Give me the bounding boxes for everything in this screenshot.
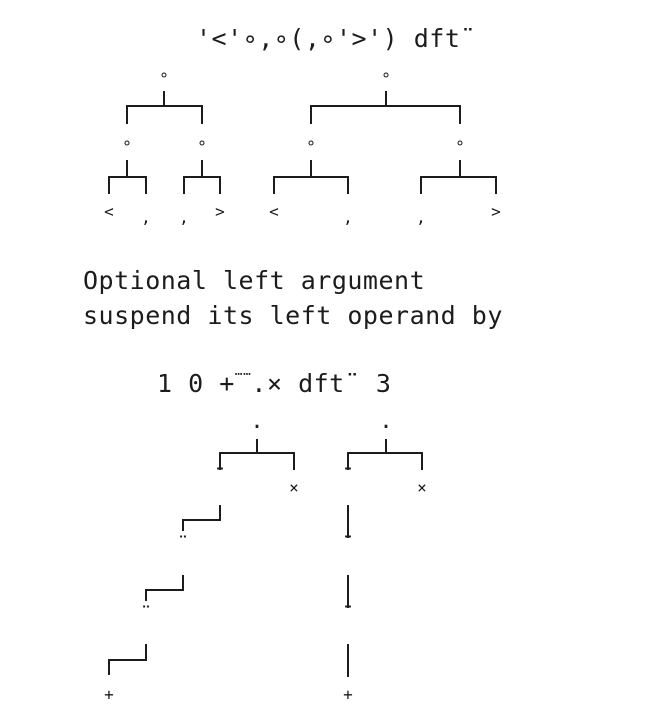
tree2-right-dieresis-2: ¨: [341, 532, 355, 556]
tree1-left-root-jot: ∘: [159, 65, 169, 84]
note-line-2: suspend its left operand by: [83, 301, 503, 330]
tree1-leaf-4: >: [215, 202, 225, 221]
expression-top: '<'∘,∘(,∘'>') dft¨: [196, 24, 476, 53]
tree2-left-cross: ×: [289, 478, 299, 497]
tree2-left-dieresis-3: ¨: [139, 602, 153, 626]
tree2-right-dieresis-1: ¨: [341, 464, 355, 488]
tree1-leaf-3: ,: [179, 208, 189, 227]
expression-bottom-right: .× dft¨ 3: [251, 369, 392, 398]
expression-bottom: 1 0 +⋯⋯.× dft¨ 3: [157, 367, 392, 399]
tree2-left-root-dot: ⋅: [250, 415, 264, 440]
tree1-left-inner-jot-a: ∘: [122, 133, 132, 152]
tree1-leaf-1: <: [104, 202, 114, 221]
expression-bottom-dots: ⋯⋯: [234, 367, 252, 382]
tree1-right-root-jot: ∘: [381, 65, 391, 84]
tree1-leaf-2: ,: [141, 208, 151, 227]
tree2-right-root-dot: ⋅: [379, 415, 393, 440]
tree1-leaf-5: <: [269, 202, 279, 221]
tree1-right-inner-jot-b: ∘: [455, 133, 465, 152]
expression-bottom-left: 1 0 +: [157, 369, 235, 398]
tree2-right-plus: +: [343, 685, 353, 704]
note-line-1: Optional left argument: [83, 266, 426, 295]
tree1-left-inner-jot-b: ∘: [197, 133, 207, 152]
tree2-right-cross: ×: [417, 478, 427, 497]
tree2-right-dieresis-3: ¨: [341, 602, 355, 626]
tree2-left-plus: +: [104, 685, 114, 704]
tree2-left-dieresis-1: ¨: [213, 464, 227, 488]
tree2-left-dieresis-2: ¨: [176, 532, 190, 556]
tree1-right-inner-jot-a: ∘: [306, 133, 316, 152]
tree1-leaf-8: >: [491, 202, 501, 221]
tree1-leaf-7: ,: [416, 208, 426, 227]
tree1-leaf-6: ,: [343, 208, 353, 227]
